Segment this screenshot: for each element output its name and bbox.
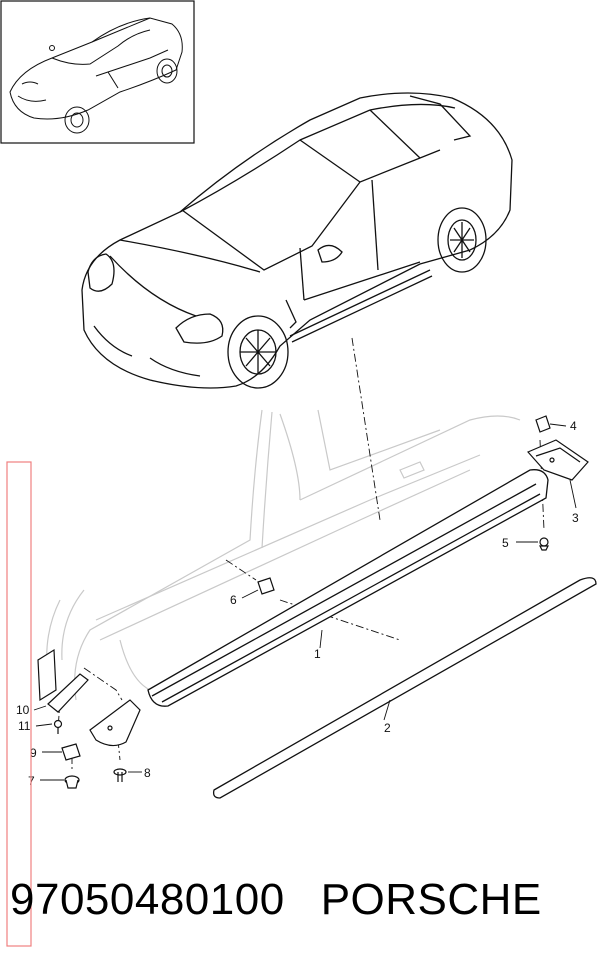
car-illustration bbox=[81, 92, 513, 389]
leader-lines bbox=[33, 423, 577, 781]
callout-8: 8 bbox=[144, 766, 151, 780]
part-2-trim-strip bbox=[212, 577, 597, 799]
part-number: 97050480100 bbox=[10, 875, 285, 924]
part-1-side-sill-cover bbox=[147, 469, 549, 707]
part-4-clip bbox=[535, 415, 551, 433]
callout-1: 1 bbox=[314, 647, 321, 661]
callout-10: 10 bbox=[16, 703, 30, 717]
part-8-screw bbox=[113, 768, 127, 782]
part-7-plug bbox=[64, 775, 80, 789]
callout-5: 5 bbox=[502, 536, 509, 550]
inset-thumbnail bbox=[0, 0, 195, 144]
callout-11: 11 bbox=[18, 719, 31, 733]
part-10-front-bracket bbox=[37, 648, 89, 713]
callout-2: 2 bbox=[384, 721, 391, 735]
part-5-nut bbox=[539, 537, 549, 551]
front-mounting-plate bbox=[89, 699, 141, 747]
part-6-clip bbox=[257, 577, 275, 595]
part-3-rear-bracket bbox=[526, 439, 589, 481]
body-shell-outline bbox=[46, 409, 521, 701]
callout-4: 4 bbox=[570, 419, 577, 433]
brand-name: PORSCHE bbox=[320, 875, 542, 924]
part-11-screw bbox=[53, 719, 63, 734]
callout-9: 9 bbox=[30, 746, 37, 760]
caption: 97050480100 PORSCHE bbox=[10, 875, 542, 925]
callout-6: 6 bbox=[230, 593, 237, 607]
callout-3: 3 bbox=[572, 511, 579, 525]
highlight-bar bbox=[6, 461, 32, 947]
part-9-holder bbox=[61, 743, 81, 761]
